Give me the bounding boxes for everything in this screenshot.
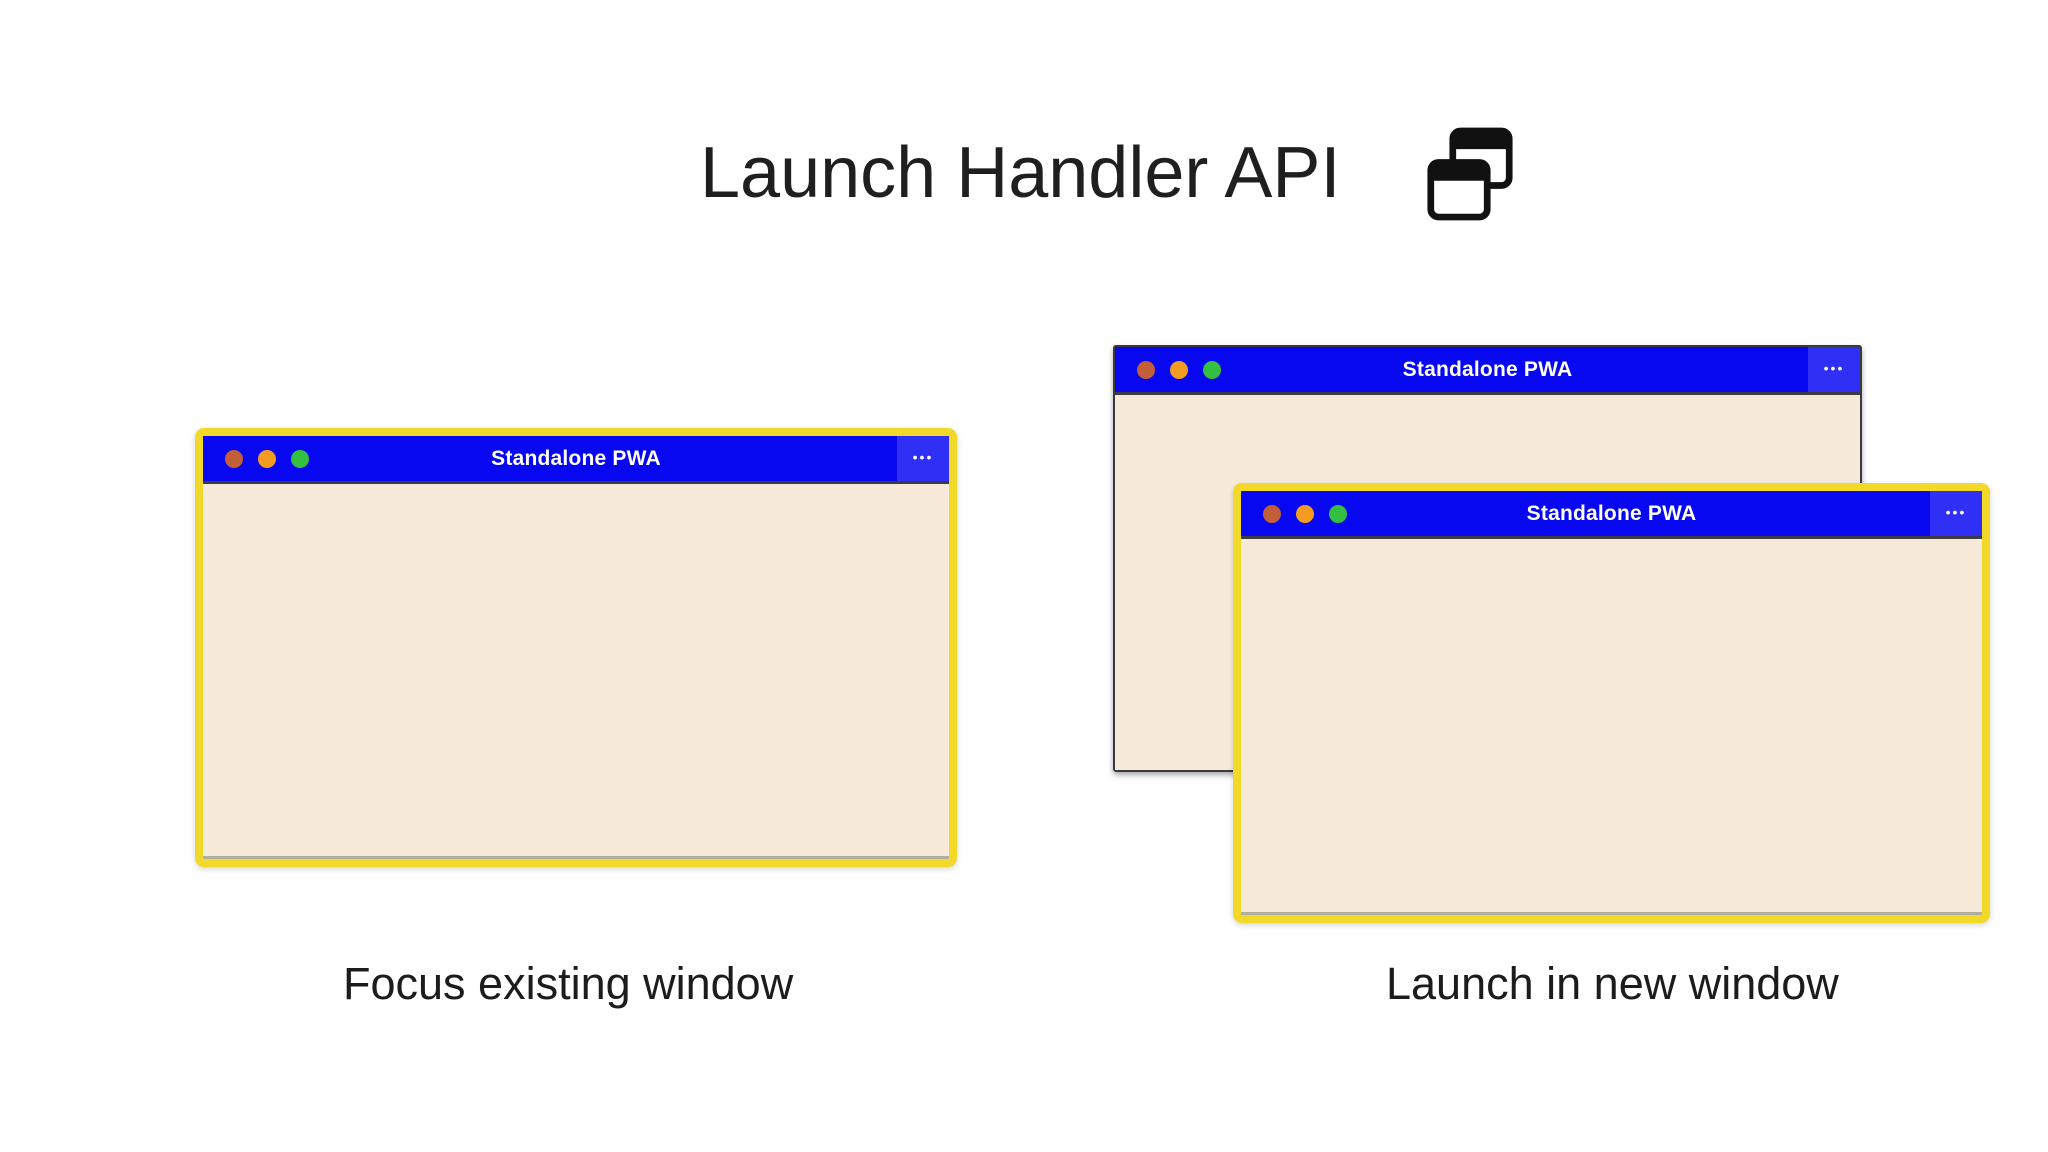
caption-focus-existing: Focus existing window — [343, 958, 794, 1009]
pwa-window-new: Standalone PWA ••• — [1233, 483, 1990, 923]
zoom-button[interactable] — [291, 449, 309, 468]
more-menu-button[interactable]: ••• — [1808, 347, 1860, 392]
header: Launch Handler API — [700, 127, 1514, 222]
more-menu-button[interactable]: ••• — [897, 436, 949, 481]
minimize-button[interactable] — [1170, 360, 1188, 379]
window-title: Standalone PWA — [1402, 357, 1573, 381]
overlapping-windows-icon — [1427, 127, 1514, 221]
titlebar: Standalone PWA ••• — [1241, 491, 1982, 539]
minimize-button[interactable] — [258, 449, 276, 468]
pwa-window-existing: Standalone PWA ••• — [195, 428, 957, 867]
ellipsis-icon: ••• — [1945, 503, 1967, 520]
zoom-button[interactable] — [1329, 504, 1347, 523]
more-menu-button[interactable]: ••• — [1930, 491, 1982, 536]
caption-launch-new: Launch in new window — [1386, 958, 1839, 1009]
window-content — [1241, 539, 1982, 915]
ellipsis-icon: ••• — [1823, 359, 1845, 376]
ellipsis-icon: ••• — [912, 448, 934, 465]
window-title: Standalone PWA — [491, 446, 661, 470]
zoom-button[interactable] — [1203, 360, 1221, 379]
close-button[interactable] — [1263, 504, 1281, 523]
minimize-button[interactable] — [1296, 504, 1314, 523]
traffic-lights — [225, 449, 309, 468]
close-button[interactable] — [1137, 360, 1155, 379]
window-title: Standalone PWA — [1526, 501, 1697, 525]
page-title: Launch Handler API — [700, 133, 1341, 213]
traffic-lights — [1137, 360, 1221, 379]
titlebar: Standalone PWA ••• — [203, 436, 949, 484]
window-content — [203, 484, 949, 859]
close-button[interactable] — [225, 449, 243, 468]
titlebar: Standalone PWA ••• — [1115, 347, 1860, 395]
traffic-lights — [1263, 504, 1347, 523]
